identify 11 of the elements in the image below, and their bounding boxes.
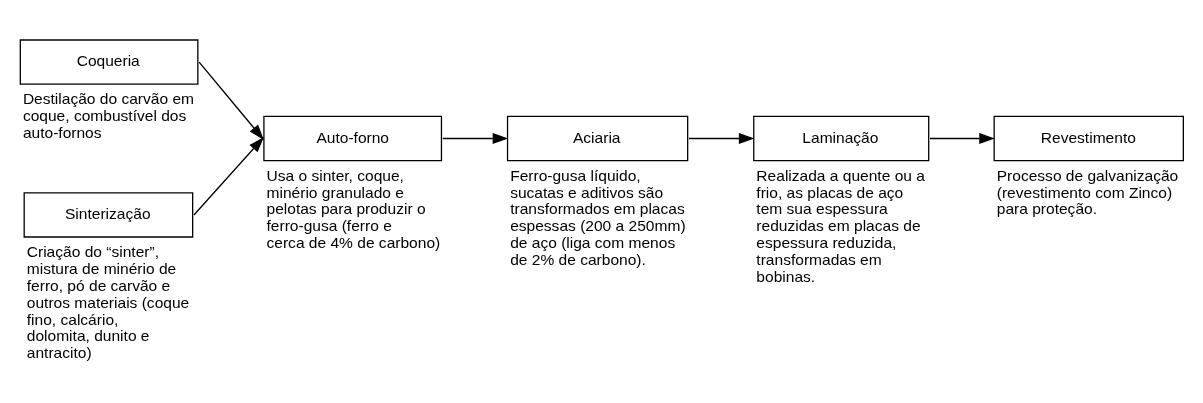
arrow	[198, 60, 264, 140]
arrow	[688, 132, 755, 144]
node-label: Criação do “sinter”, mistura de minério de ferro, pó de carvão e outros materiais (coque fino, calcário, dolomita, dunito e antracito)	[26, 242, 190, 361]
arrow	[929, 132, 995, 144]
node-label: Realizada a quente ou a frio, as placas de aço tem sua espessura reduzidas em placas de espessura reduzida, transformadas em bobinas.	[756, 166, 925, 285]
arrow	[442, 132, 509, 144]
node-label: Ferro-gusa líquido, sucatas e aditivos são transformados em placas espessas (200 a 250mm) de aço (liga com menos de 2% de carbono).	[510, 166, 686, 268]
node-label: Destilação do carvão em coque, combustível dos auto-fornos	[22, 89, 194, 141]
node-label: Processo de galvanização (revestimento com Zinco) para proteção.	[996, 166, 1179, 217]
node-label: Usa o sinter, coque, minério granulado e pelotas para produzir o ferro-gusa (ferro e cerca de 4% de carbono)	[266, 166, 441, 251]
arrow	[193, 136, 264, 216]
